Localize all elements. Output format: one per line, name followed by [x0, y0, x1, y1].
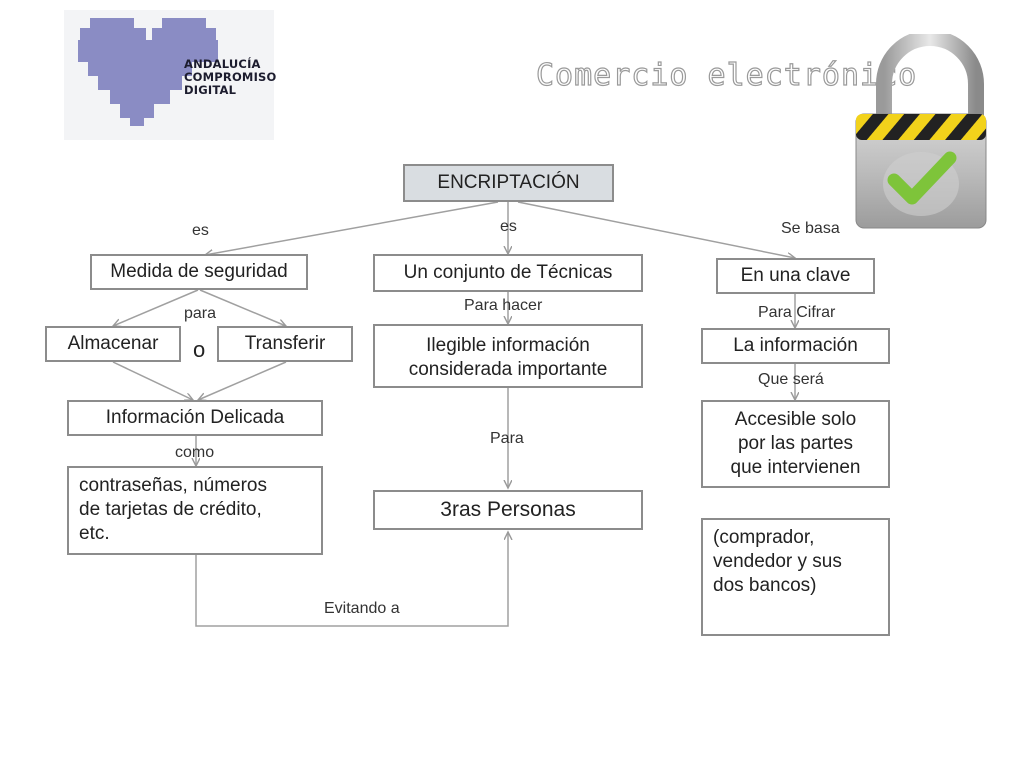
logo-line-2: COMPROMISO — [184, 70, 277, 84]
edge-label-para: para — [184, 305, 217, 322]
edge-label-para-mid: Para — [490, 430, 524, 447]
node-la-informacion: La información — [701, 328, 890, 364]
logo-line-1: ANDALUCÍA — [184, 57, 261, 71]
partes-line-3: dos bancos) — [713, 575, 817, 596]
node-medida-label: Medida de seguridad — [110, 261, 288, 282]
node-transferir: Transferir — [217, 326, 353, 362]
connector-o: o — [193, 337, 206, 362]
ejemplos-line-1: contraseñas, números — [79, 475, 267, 496]
node-accesible-solo: Accesible solo por las partes que interv… — [701, 400, 890, 488]
edge-label-evitando: Evitando a — [324, 600, 400, 617]
node-clave-label: En una clave — [740, 265, 851, 286]
accesible-line-3: que intervienen — [730, 457, 861, 478]
edge-label-es-mid: es — [500, 218, 517, 235]
heart-logo-icon — [78, 18, 218, 126]
node-terceras-personas: 3ras Personas — [373, 490, 643, 530]
node-info-delicada-label: Información Delicada — [105, 407, 285, 428]
padlock-check-icon — [855, 34, 987, 229]
edge-label-es-left: es — [192, 222, 209, 239]
node-transferir-label: Transferir — [244, 333, 326, 354]
node-encriptacion-label: ENCRIPTACIÓN — [437, 172, 580, 193]
node-almacenar-label: Almacenar — [67, 333, 159, 354]
accesible-line-2: por las partes — [737, 433, 854, 454]
edge-label-para-hacer: Para hacer — [464, 297, 543, 314]
edge-label-para-cifrar: Para Cifrar — [758, 304, 836, 321]
node-ejemplos: contraseñas, números de tarjetas de créd… — [67, 466, 323, 555]
node-almacenar: Almacenar — [45, 326, 181, 362]
ilegible-line-2: considerada importante — [408, 359, 608, 380]
edge-label-que-sera: Que será — [758, 371, 824, 388]
node-informacion-delicada: Información Delicada — [67, 400, 323, 436]
node-encriptacion: ENCRIPTACIÓN — [403, 164, 614, 202]
partes-line-1: (comprador, — [713, 527, 815, 548]
node-ilegible-informacion: Ilegible información considerada importa… — [373, 324, 643, 388]
page-title: Comercio electrónico — [535, 57, 918, 93]
partes-line-2: vendedor y sus — [713, 551, 842, 572]
node-medida-seguridad: Medida de seguridad — [90, 254, 308, 290]
andalucia-compromiso-digital-logo: ANDALUCÍA COMPROMISO DIGITAL — [64, 10, 277, 140]
logo-text: ANDALUCÍA COMPROMISO DIGITAL — [184, 58, 277, 97]
ejemplos-line-3: etc. — [79, 523, 110, 544]
node-tecnicas-label: Un conjunto de Técnicas — [403, 262, 613, 283]
edge-label-se-basa: Se basa — [781, 220, 840, 237]
ilegible-line-1: Ilegible información — [426, 335, 590, 356]
accesible-line-1: Accesible solo — [734, 409, 857, 430]
node-conjunto-tecnicas: Un conjunto de Técnicas — [373, 254, 643, 292]
logo-line-3: DIGITAL — [184, 83, 237, 97]
ejemplos-line-2: de tarjetas de crédito, — [79, 499, 262, 520]
node-terceras-label: 3ras Personas — [440, 498, 576, 521]
node-la-informacion-label: La información — [733, 335, 858, 356]
node-partes: (comprador, vendedor y sus dos bancos) — [701, 518, 890, 636]
node-en-una-clave: En una clave — [716, 258, 875, 294]
edge-label-como: como — [175, 444, 215, 461]
